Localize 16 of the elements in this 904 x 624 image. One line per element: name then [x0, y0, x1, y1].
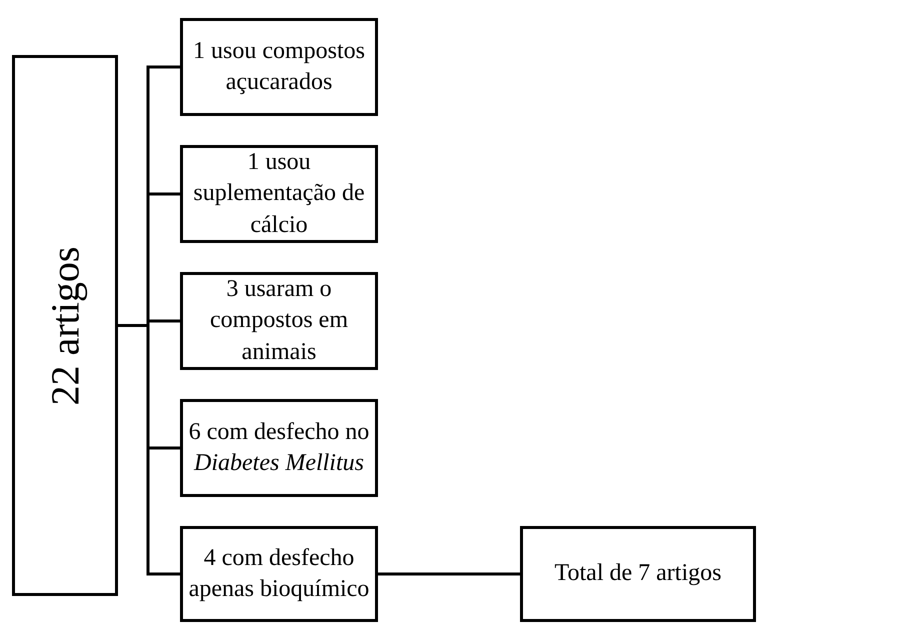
box-text: 1 usou compostos açucarados	[192, 36, 366, 97]
process-box	[180, 18, 378, 116]
process-box	[12, 55, 118, 596]
box-text: 6 com desfecho no Diabetes Mellitus	[188, 418, 370, 478]
process-box	[180, 272, 378, 370]
process-box	[180, 526, 378, 622]
process-box	[180, 145, 378, 243]
connector-line	[378, 572, 520, 576]
box-text: 4 com desfecho apenas bioquímico	[188, 544, 370, 604]
connector-line	[118, 324, 180, 576]
box-text: Total de 7 artigos	[554, 559, 722, 588]
box-text: 3 usaram o compostos em animais	[209, 275, 349, 367]
process-box	[180, 399, 378, 497]
process-box	[520, 526, 756, 622]
box-text: 22 artigos	[41, 246, 88, 405]
box-text: 1 usou suplementação de cálcio	[192, 148, 366, 240]
